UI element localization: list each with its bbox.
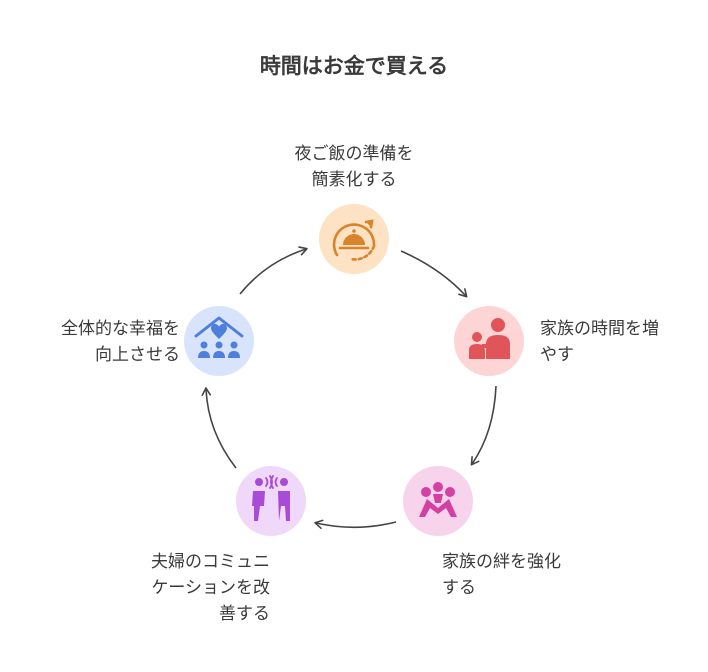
node-couple <box>236 466 306 536</box>
label-family-time-line-1: 家族の時間を増 <box>540 319 659 339</box>
label-couple: 夫婦のコミュニ ケーションを改 善する <box>60 549 270 627</box>
parent-child-icon <box>469 318 510 359</box>
serving-cloche-icon <box>332 219 376 261</box>
arrow-happiness-to-dinner <box>239 246 308 295</box>
label-dinner: 夜ご飯の準備を 簡素化する <box>254 141 454 193</box>
label-dinner-line-1: 夜ご飯の準備を <box>294 144 414 164</box>
label-family-time-line-2: やす <box>540 345 574 365</box>
couple-talking-icon <box>252 475 290 521</box>
label-family-time: 家族の時間を増 やす <box>540 316 700 368</box>
label-happiness: 全体的な幸福を 向上させる <box>10 316 180 368</box>
family-hug-icon <box>419 482 457 517</box>
label-family-bond: 家族の絆を強化 する <box>442 549 612 601</box>
arrow-dinner-to-family-time <box>400 250 468 298</box>
node-happiness <box>184 306 254 376</box>
label-family-bond-line-2: する <box>442 578 476 598</box>
label-couple-line-1: 夫婦のコミュニ <box>151 552 270 572</box>
label-dinner-line-2: 簡素化する <box>311 170 397 190</box>
label-happiness-line-1: 全体的な幸福を <box>61 319 180 339</box>
arrow-couple-to-happiness <box>201 387 237 469</box>
arrow-family-time-to-family-bond <box>470 385 497 466</box>
arrow-family-bond-to-couple <box>314 519 397 530</box>
diagram-title: 時間はお金で買える <box>259 54 449 78</box>
label-happiness-line-2: 向上させる <box>95 345 180 365</box>
label-couple-line-2: ケーションを改 <box>151 578 270 598</box>
node-family-time <box>454 306 524 376</box>
node-dinner <box>319 204 389 274</box>
node-family-bond <box>403 466 473 536</box>
family-home-heart-icon <box>194 316 244 358</box>
label-couple-line-3: 善する <box>219 604 270 624</box>
label-family-bond-line-1: 家族の絆を強化 <box>442 552 561 572</box>
